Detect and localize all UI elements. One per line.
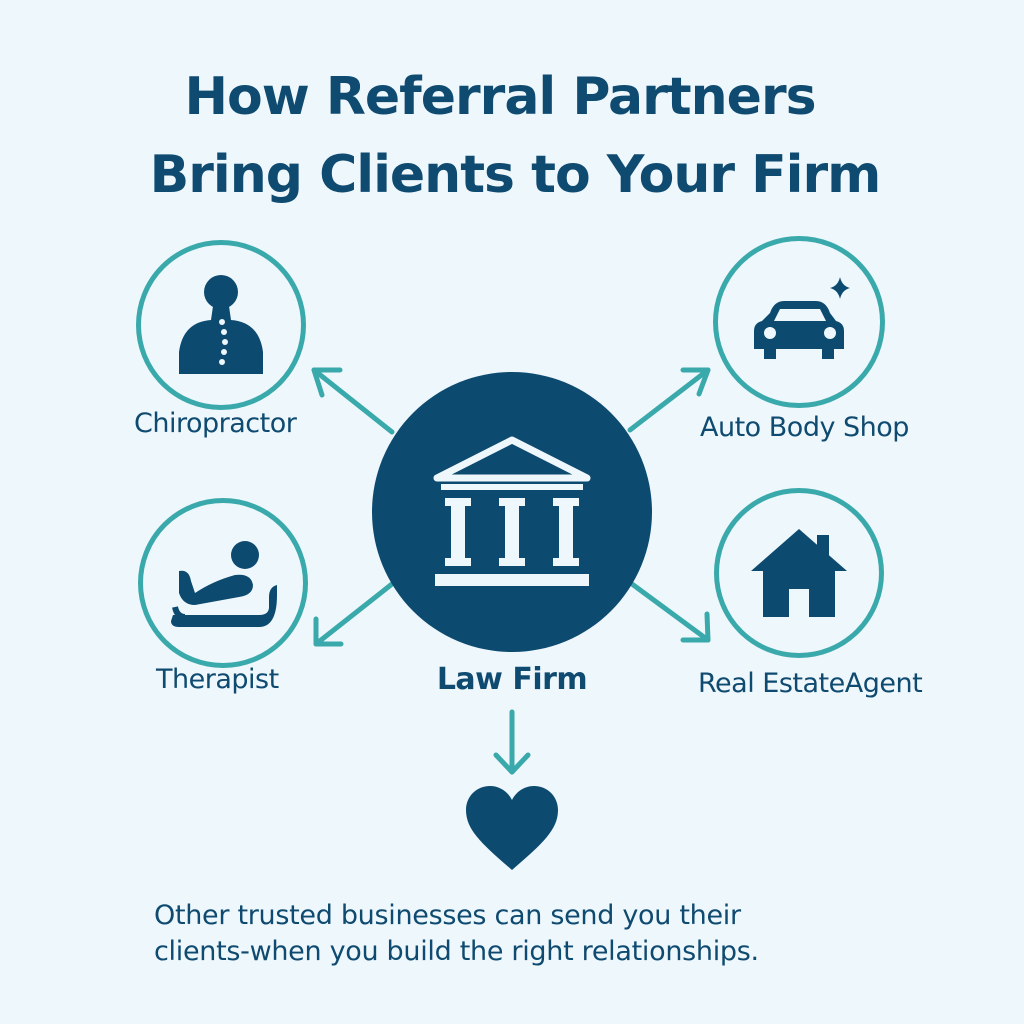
therapist-node (138, 498, 308, 668)
spine-person-icon (179, 275, 263, 374)
house-icon (751, 529, 847, 617)
law-firm-hub (372, 372, 652, 652)
footer-line-2: clients-when you build the right relatio… (154, 936, 759, 967)
real-estate-agent-node (714, 488, 884, 658)
chiropractor-node (136, 240, 306, 410)
title-line-2: Bring Clients to Your Firm (149, 145, 882, 205)
arrow-to-therapist (313, 581, 395, 647)
auto-body-shop-node (713, 236, 885, 408)
arrow-to-real-estate-agent (629, 581, 711, 643)
arrow-to-heart (493, 709, 531, 775)
footer-line-1: Other trusted businesses can send you th… (154, 900, 741, 931)
arrow-to-auto-body-shop (627, 367, 711, 433)
reclining-patient-icon (171, 541, 277, 627)
heart-icon (466, 786, 558, 870)
partner-label-real-estate-agent: Real EstateAgent (698, 668, 923, 699)
partner-label-therapist: Therapist (156, 664, 279, 695)
partner-label-auto-body-shop: Auto Body Shop (700, 412, 909, 443)
arrow-to-chiropractor (311, 367, 395, 435)
title-line-1: How Referral Partners (184, 67, 816, 127)
courthouse-icon (433, 436, 591, 586)
page-title: How Referral Partners Bring Clients to Y… (0, 58, 1024, 214)
partner-label-chiropractor: Chiropractor (134, 408, 297, 439)
car-sparkle-icon (754, 277, 850, 359)
footer-caption: Other trusted businesses can send you th… (154, 898, 914, 970)
hub-label-law-firm: Law Firm (436, 662, 588, 697)
